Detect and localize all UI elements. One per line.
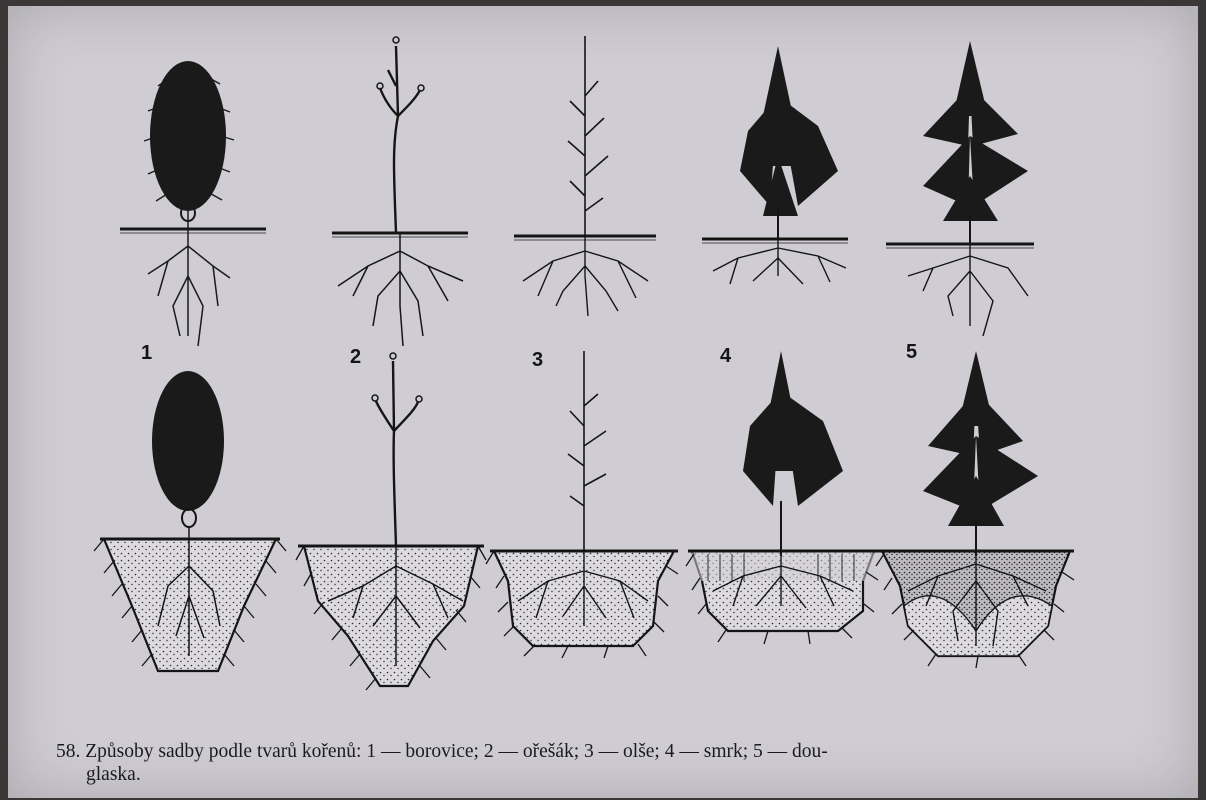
book-page: 1 2 3 4 5 [8, 6, 1198, 798]
planting-pit-alder [486, 351, 678, 658]
seedling-alder-top [523, 36, 648, 316]
caption-line-2: glaska. [56, 763, 1056, 786]
bottom-row-planting-pits [94, 351, 1074, 690]
planting-pit-walnut [296, 353, 486, 690]
figure-label-4: 4 [720, 345, 732, 367]
planting-pit-douglas [876, 351, 1074, 668]
figure-label-1: 1 [141, 342, 152, 364]
planting-methods-figure: 1 2 3 4 5 [8, 6, 1198, 726]
seedling-walnut-top [338, 37, 463, 346]
planting-pit-spruce [686, 351, 878, 644]
figure-caption: 58. Způsoby sadby podle tvarů kořenů: 1 … [56, 740, 1056, 786]
planting-pit-pine [94, 371, 286, 671]
figure-label-3: 3 [532, 349, 543, 371]
figure-label-2: 2 [350, 346, 361, 368]
top-row-seedlings: 1 2 3 4 5 [120, 36, 1034, 371]
caption-line-1: 58. Způsoby sadby podle tvarů kořenů: 1 … [56, 741, 828, 762]
seedling-spruce-top [713, 46, 846, 284]
seedling-pine-top [144, 61, 234, 346]
figure-label-5: 5 [906, 341, 917, 363]
seedling-douglas-top [908, 41, 1028, 336]
